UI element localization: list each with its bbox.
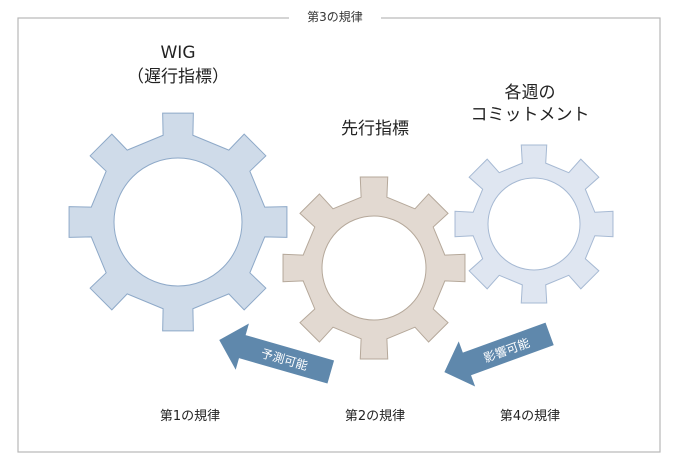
lead-measure-gear <box>282 176 466 360</box>
weekly-commitment-label-line2: コミットメント <box>470 105 590 125</box>
frame-title: 第3の規律 <box>289 9 381 25</box>
wig-label-line2: （遅行指標） <box>127 67 229 87</box>
weekly-commitment-label-line1: 各週の <box>504 83 556 103</box>
discipline-4-label: 第4の規律 <box>499 409 561 424</box>
wig-gear <box>68 112 288 332</box>
weekly-commitment-gear <box>454 144 614 304</box>
influenceable-arrow-shape <box>444 322 554 387</box>
lead-measure-label: 先行指標 <box>341 119 409 139</box>
predictable-arrow-shape <box>219 323 335 384</box>
discipline-1-label: 第1の規律 <box>159 409 221 424</box>
discipline-2-label: 第2の規律 <box>344 409 406 424</box>
influenceable-arrow: 影響可能 <box>444 322 554 387</box>
wig-label-line1: WIG <box>160 43 196 63</box>
